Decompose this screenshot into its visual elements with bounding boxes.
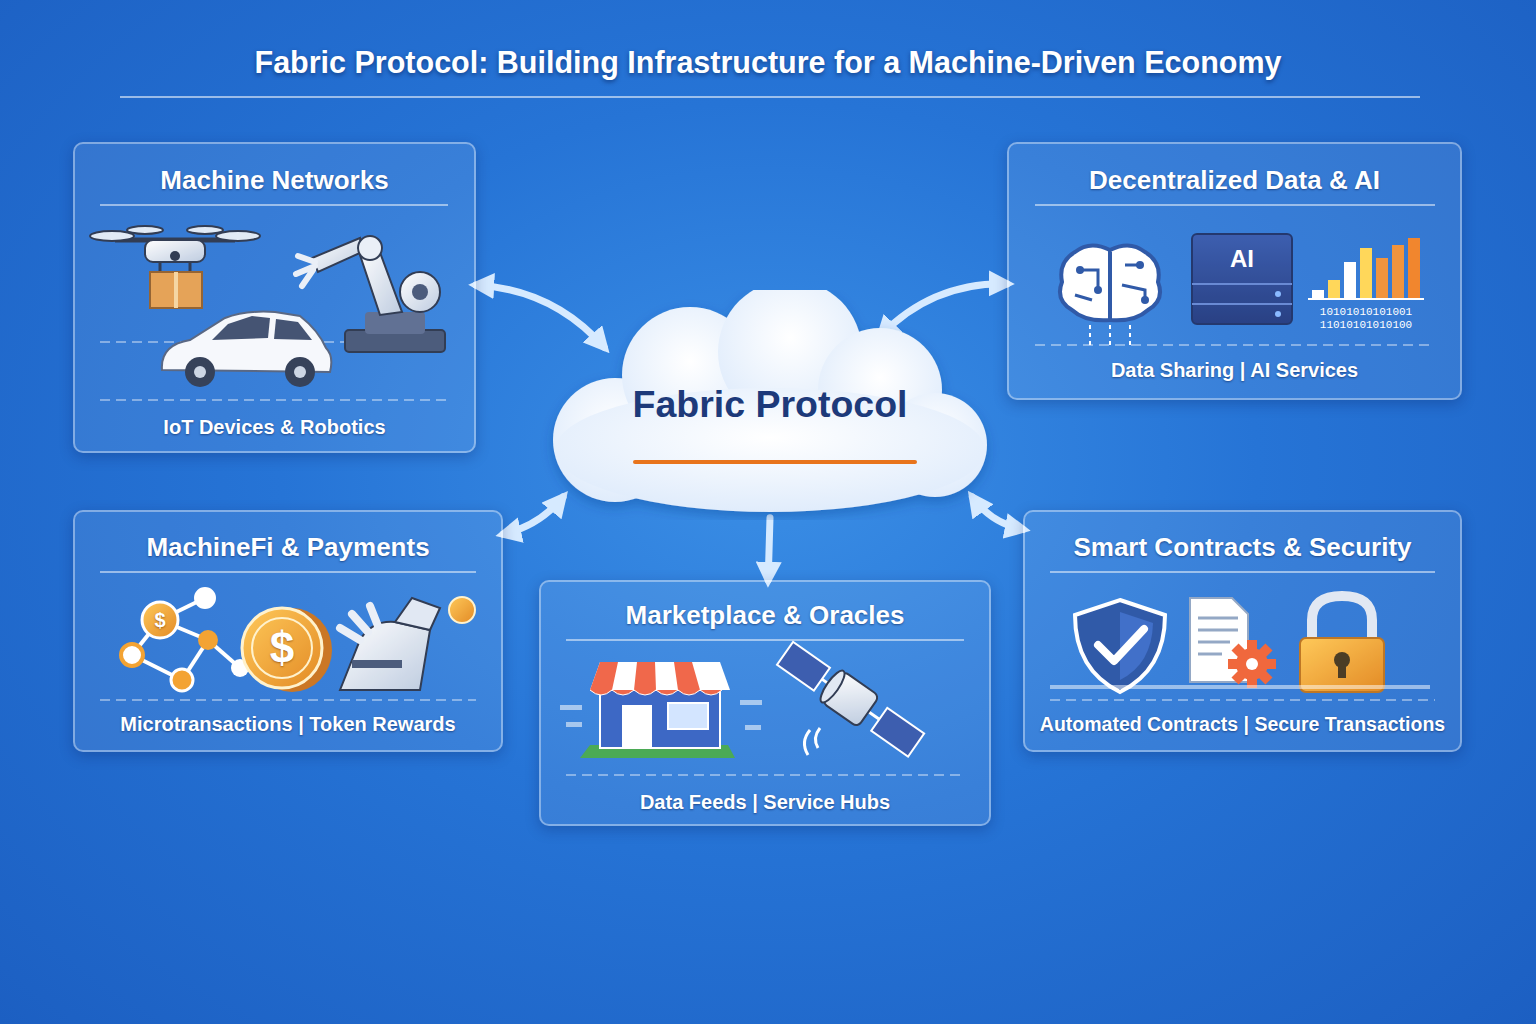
panel-subtitle: IoT Devices & Robotics [85,415,464,439]
panel-heading: Machine Networks [85,165,464,195]
diagram-title: Fabric Protocol: Building Infrastructure… [0,40,1536,84]
panel-heading: Decentralized Data & AI [1019,165,1450,195]
panel-heading: Smart Contracts & Security [1035,532,1450,562]
connector-arrow [880,284,1007,336]
panel-subtitle: Data Feeds | Service Hubs [551,790,979,814]
category-panel: Smart Contracts & SecurityAutomated Cont… [1023,510,1462,752]
category-panel: Machine NetworksIoT Devices & Robotics [73,142,476,453]
coin-symbol: $ [154,609,165,631]
panel-subtitle: Data Sharing | AI Services [1019,358,1450,382]
panel-heading: Marketplace & Oracles [551,600,979,630]
connector-arrow [503,497,563,534]
category-panel: Marketplace & OraclesData Feeds | Servic… [539,580,991,826]
connector-arrow [972,497,1023,529]
panel-heading: MachineFi & Payments [85,532,491,562]
panel-subtitle: Automated Contracts | Secure Transaction… [1035,712,1450,736]
coin-symbol: $ [270,624,294,672]
connector-arrow [768,518,770,580]
panel-subtitle: Microtransactions | Token Rewards [85,712,491,736]
hub-title: Fabric Protocol [550,380,990,428]
connector-arrow [476,285,604,347]
binary-text: 11010101010100 [1320,319,1412,331]
hub-cloud: Fabric Protocol [540,290,1000,520]
binary-text: 10101010101001 [1320,306,1412,318]
server-tag: AI [1230,246,1254,272]
